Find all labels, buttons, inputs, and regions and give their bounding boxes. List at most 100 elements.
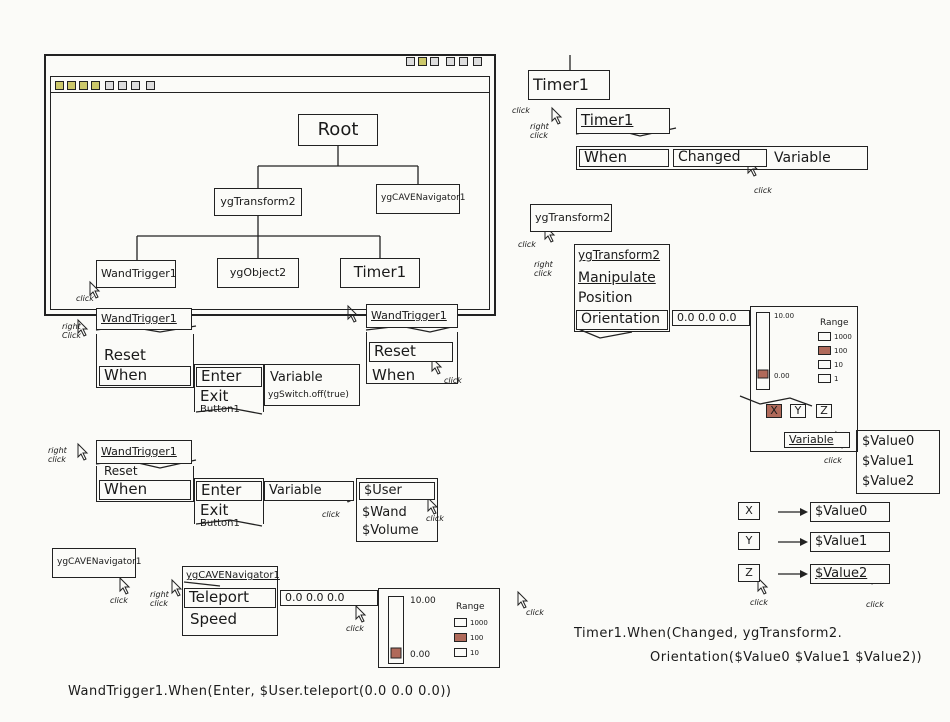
timer-menu-title: Timer1 (576, 108, 670, 134)
wand-menu3-reset[interactable]: Reset (104, 464, 138, 478)
wand-menu3-when[interactable]: When (99, 480, 191, 500)
mapping-value-y: $Value1 (810, 532, 890, 552)
transform-slider-bottom: 0.00 (774, 372, 790, 380)
transform-value2[interactable]: $Value2 (862, 474, 915, 489)
wand-menu3-exit[interactable]: Exit (200, 501, 229, 519)
wand-menu3-panel (96, 466, 194, 502)
toolbar-icon-4[interactable] (91, 81, 100, 90)
nav-menu-teleport[interactable]: Teleport (184, 588, 276, 608)
transform-range-100: 100 (834, 347, 848, 355)
wand-menu1-reset[interactable]: Reset (104, 346, 146, 364)
wand-menu3-user[interactable]: $User (359, 482, 435, 500)
node-object[interactable]: ygObject2 (217, 258, 299, 288)
toolbar-icon-8[interactable] (146, 81, 155, 90)
wand-menu3-wand[interactable]: $Wand (362, 505, 407, 520)
mapping-axis-x[interactable]: X (738, 502, 760, 520)
nav-range-option-1000[interactable] (454, 618, 467, 627)
title-bar-divider (50, 92, 490, 93)
transform-slider-top: 10.00 (774, 312, 795, 320)
timer-node[interactable]: Timer1 (528, 70, 610, 100)
timer-menu-variable[interactable]: Variable (774, 150, 831, 166)
transform-range-label: Range (820, 318, 849, 328)
transform-menu-position[interactable]: Position (578, 290, 633, 306)
timer-caption-line2: Orientation($Value0 $Value1 $Value2)) (650, 650, 923, 665)
transform-node[interactable]: ygTransform2 (530, 204, 612, 232)
right-label: right (62, 322, 81, 331)
nav-range-10: 10 (470, 649, 479, 657)
wand-menu1-button1[interactable]: Button1 (200, 404, 240, 415)
transform-range-1: 1 (834, 375, 839, 383)
mapping-axis-y[interactable]: Y (738, 532, 760, 550)
timer-menu-panel (576, 146, 868, 170)
mapping-axis-z[interactable]: Z (738, 564, 760, 582)
toolbar-icon-1[interactable] (55, 81, 64, 90)
wand-menu3-variable[interactable]: Variable (264, 481, 354, 501)
nav-node[interactable]: ygCAVENavigator1 (52, 548, 142, 578)
toolbar-icon-3[interactable] (79, 81, 88, 90)
transform-slider-track[interactable] (756, 312, 770, 390)
right-label: right (150, 590, 169, 599)
click-label: click (48, 455, 66, 464)
transform-range-option-1000[interactable] (818, 332, 831, 341)
click-label: click (518, 240, 536, 249)
click-label: click (526, 608, 544, 617)
wand-menu3-enter[interactable]: Enter (196, 481, 262, 501)
nav-range-1000: 1000 (470, 619, 488, 627)
timer-caption-line1: Timer1.When(Changed, ygTransform2. (574, 626, 843, 641)
node-navigator[interactable]: ygCAVENavigator1 (376, 184, 466, 214)
wand-menu3-volume[interactable]: $Volume (362, 523, 419, 538)
transform-menu-orientation[interactable]: Orientation (576, 310, 668, 330)
wand-menu2-reset[interactable]: Reset (369, 342, 453, 362)
minimize-button[interactable] (446, 57, 455, 66)
close-button[interactable] (473, 57, 482, 66)
click-label: click (530, 131, 548, 140)
transform-value1[interactable]: $Value1 (862, 454, 915, 469)
window-inner-frame (50, 76, 490, 310)
right-label: right (530, 122, 549, 131)
timer-menu-when[interactable]: When (579, 149, 669, 167)
click-label: click (426, 514, 444, 523)
timer-menu-changed[interactable]: Changed (673, 149, 767, 167)
transform-menu-manipulate[interactable]: Manipulate (578, 270, 656, 286)
nav-slider-track[interactable] (388, 596, 404, 664)
window-icon-1[interactable] (406, 57, 415, 66)
click-label: click (76, 294, 94, 303)
wand-menu1-when[interactable]: When (99, 366, 191, 386)
transform-variable[interactable]: Variable (784, 432, 850, 448)
node-timer[interactable]: Timer1 (340, 258, 420, 288)
transform-axis-z[interactable]: Z (816, 404, 832, 418)
nav-range-option-10[interactable] (454, 648, 467, 657)
window-icon-2[interactable] (418, 57, 427, 66)
click-label: click (110, 596, 128, 605)
transform-axis-x[interactable]: X (766, 404, 782, 418)
node-transform[interactable]: ygTransform2 (214, 188, 302, 216)
transform-axis-y[interactable]: Y (790, 404, 806, 418)
nav-slider-bottom: 0.00 (410, 650, 431, 660)
toolbar-icon-2[interactable] (67, 81, 76, 90)
toolbar-icon-6[interactable] (118, 81, 127, 90)
toolbar-icon-7[interactable] (131, 81, 140, 90)
wand-menu1-enter[interactable]: Enter (196, 367, 262, 387)
right-label: right (48, 446, 67, 455)
transform-range-option-1[interactable] (818, 374, 831, 383)
transform-range-option-100[interactable] (818, 346, 831, 355)
transform-menu-value[interactable]: 0.0 0.0 0.0 (672, 310, 750, 326)
transform-menu-panel (574, 244, 670, 332)
maximize-button[interactable] (459, 57, 468, 66)
nav-menu-value[interactable]: 0.0 0.0 0.0 (280, 590, 378, 606)
click-label: click (824, 456, 842, 465)
node-wand[interactable]: WandTrigger1 (96, 260, 177, 288)
node-root[interactable]: Root (298, 114, 378, 146)
nav-menu-speed[interactable]: Speed (190, 610, 238, 628)
transform-value0[interactable]: $Value0 (862, 434, 915, 449)
wand-menu2-when[interactable]: When (372, 366, 416, 384)
transform-range-option-10[interactable] (818, 360, 831, 369)
nav-range-option-100[interactable] (454, 633, 467, 642)
wand-menu1-variable[interactable]: Variable (270, 370, 323, 385)
wand-menu1-exit[interactable]: Exit (200, 387, 229, 405)
wand-menu1-switch[interactable]: ygSwitch.off(true) (268, 390, 349, 400)
window-icon-3[interactable] (430, 57, 439, 66)
nav-menu-title: ygCAVENavigator1 (186, 570, 280, 581)
toolbar-icon-5[interactable] (105, 81, 114, 90)
wand-menu3-button1[interactable]: Button1 (200, 518, 240, 529)
